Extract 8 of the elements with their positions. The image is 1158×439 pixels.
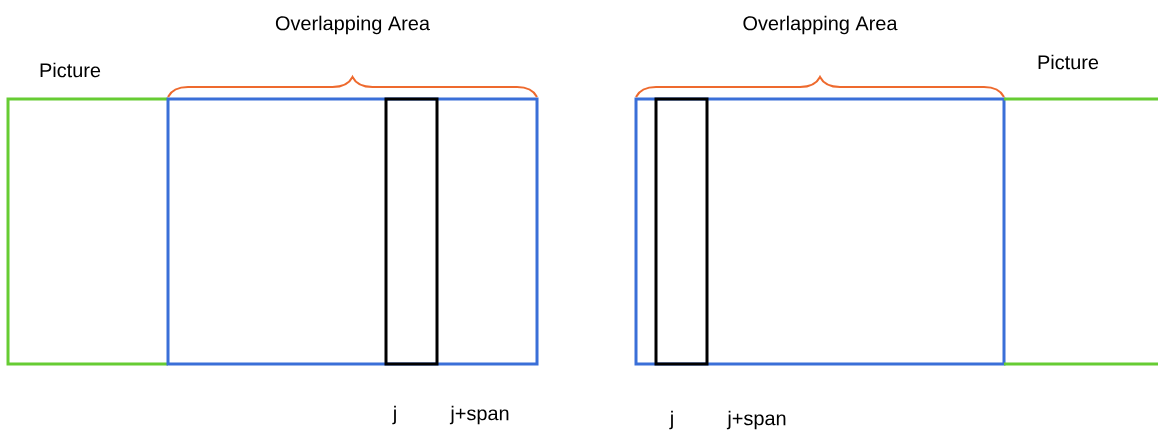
area-label: Overlapping Area: [275, 15, 430, 35]
area-label: Overlapping Area: [743, 15, 898, 35]
index-label: j+span: [726, 410, 786, 430]
picture-label: Picture: [40, 62, 101, 78]
index-label: j+span: [449, 405, 509, 425]
picture-label: Picture: [1038, 54, 1099, 70]
index-label: j: [392, 405, 396, 425]
index-label: j: [669, 410, 673, 430]
